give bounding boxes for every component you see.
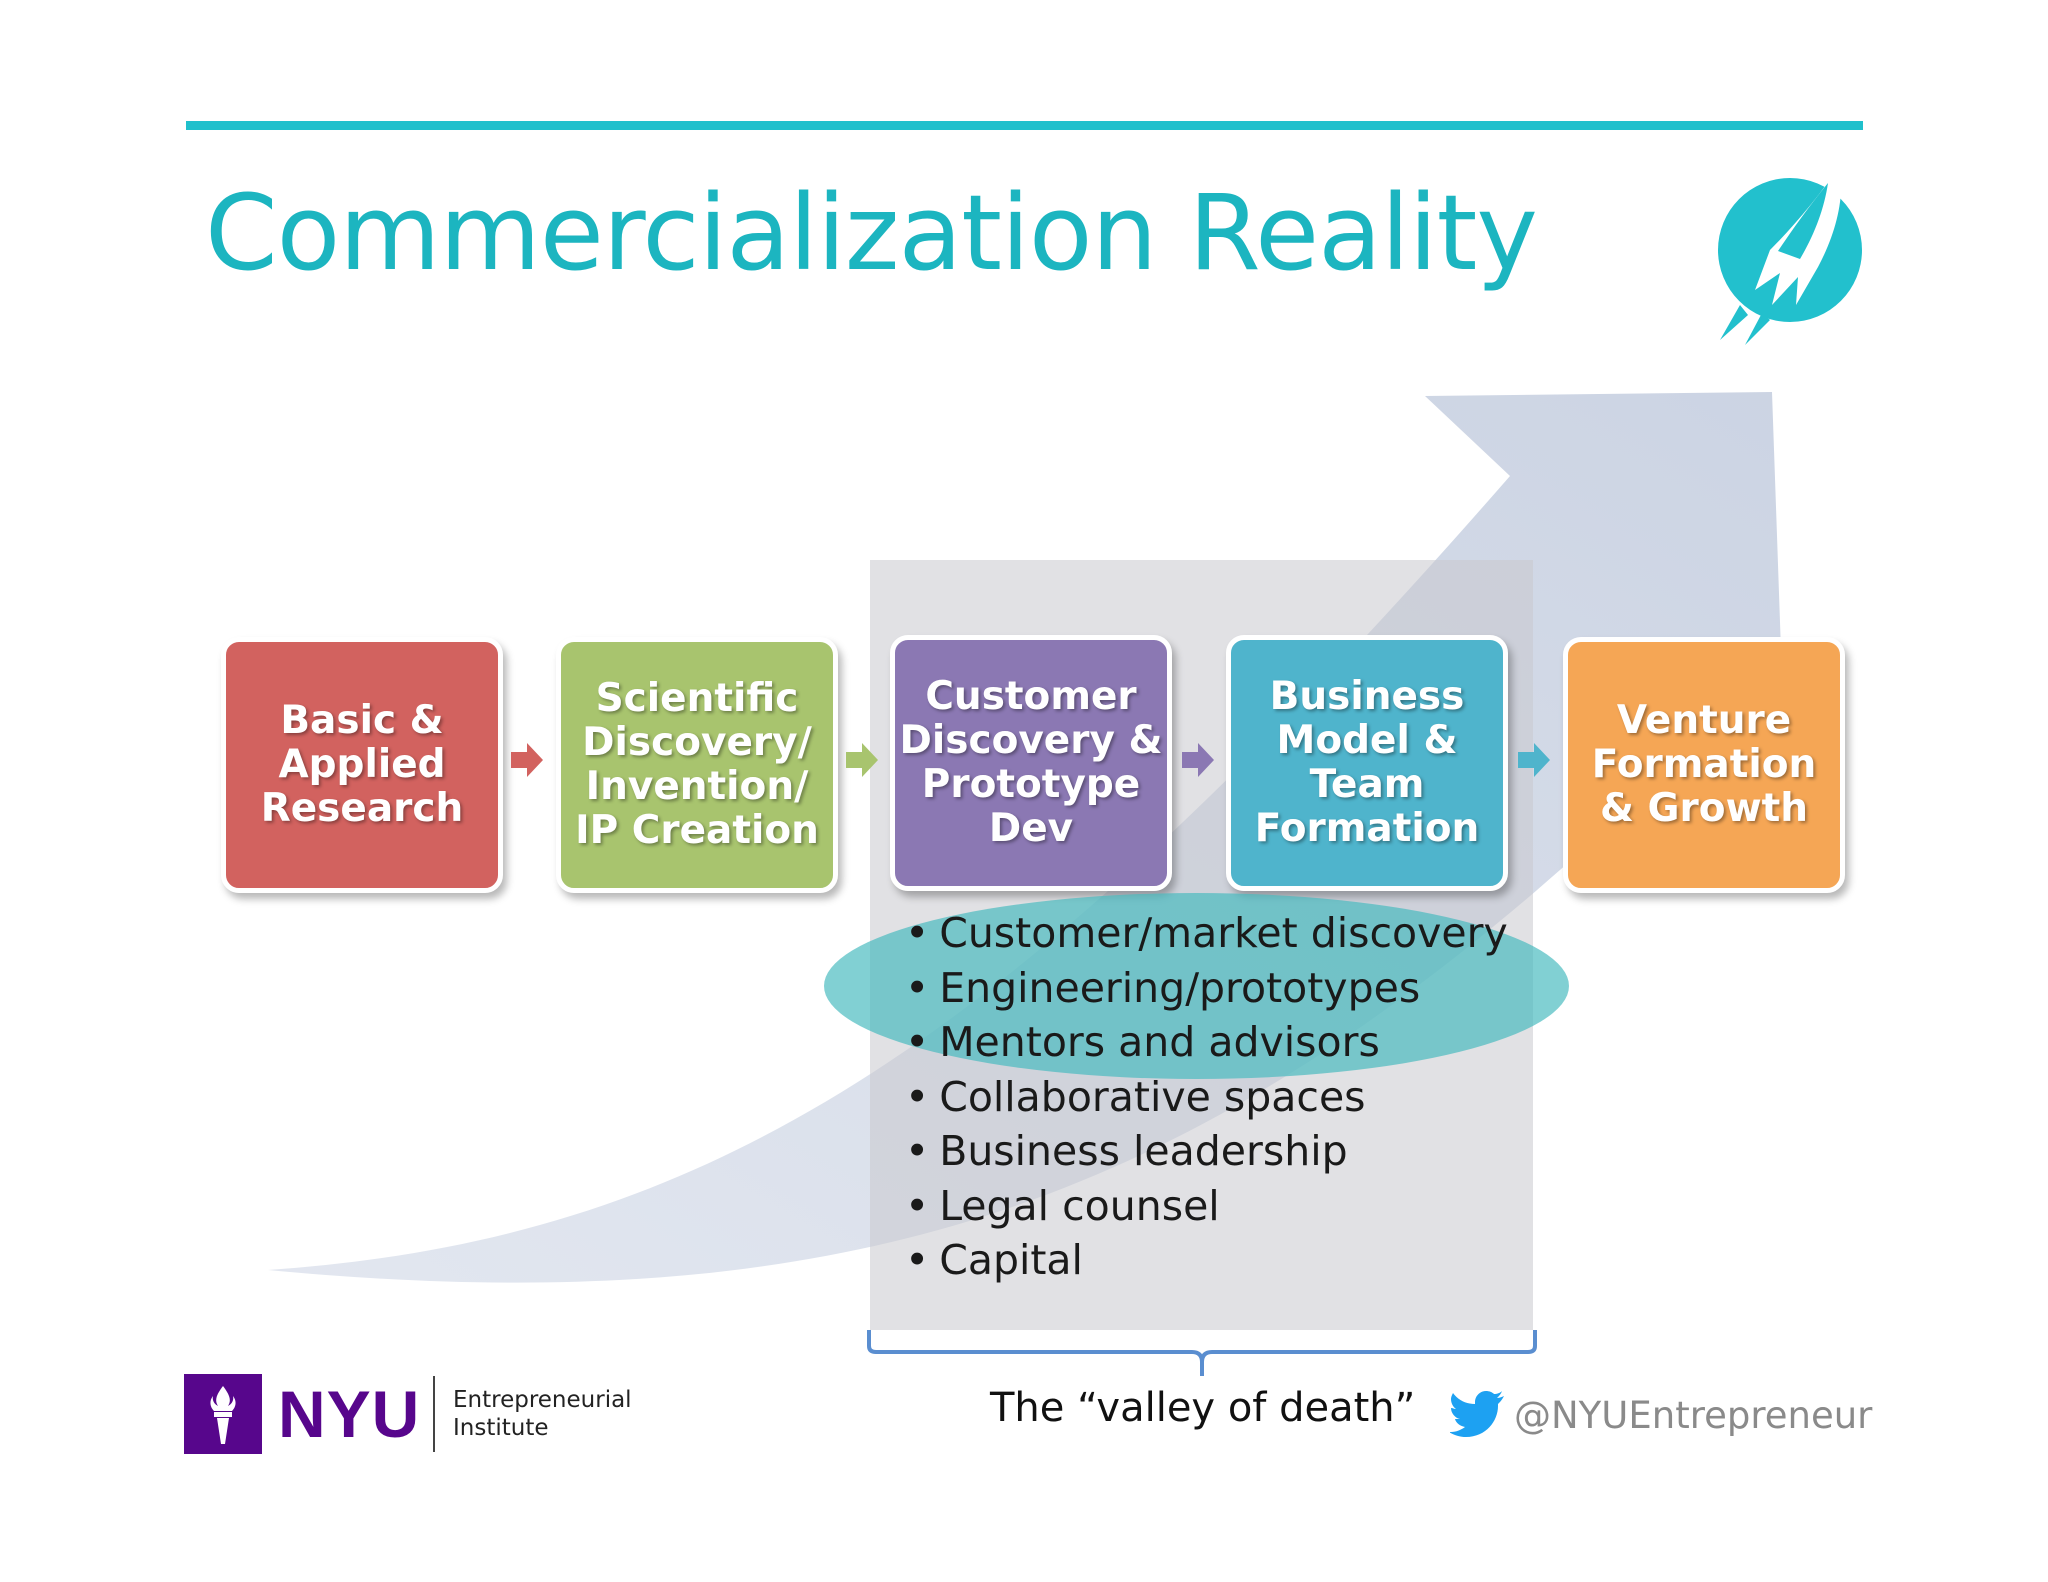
list-item: Business leadership <box>905 1124 1508 1179</box>
top-rule <box>186 121 1863 130</box>
step-label: Customer Discovery & Prototype Dev <box>899 674 1163 851</box>
step-customer-discovery: Customer Discovery & Prototype Dev <box>890 635 1172 891</box>
step-business-model: Business Model & Team Formation <box>1226 635 1508 891</box>
list-item: Capital <box>905 1233 1508 1288</box>
step-venture-formation: Venture Formation & Growth <box>1563 637 1845 893</box>
arrow-right-icon <box>846 743 878 777</box>
list-item: Collaborative spaces <box>905 1070 1508 1125</box>
nyu-torch-logo <box>184 1374 262 1454</box>
step-scientific-discovery: Scientific Discovery/ Invention/ IP Crea… <box>556 637 838 893</box>
rocket-logo-icon <box>1718 165 1862 345</box>
twitter-bird-icon <box>1450 1391 1504 1437</box>
valley-of-death-label: The “valley of death” <box>990 1385 1416 1431</box>
twitter-handle: @NYUEntrepreneur <box>1514 1394 1873 1437</box>
list-item: Engineering/prototypes <box>905 961 1508 1016</box>
list-item: Customer/market discovery <box>905 906 1508 961</box>
valley-bracket <box>867 1330 1537 1376</box>
step-label: Basic & Applied Research <box>260 698 464 831</box>
institute-name: Entrepreneurial Institute <box>453 1387 632 1441</box>
list-item: Legal counsel <box>905 1179 1508 1234</box>
arrow-right-icon <box>511 743 543 777</box>
step-label: Business Model & Team Formation <box>1254 674 1480 851</box>
page-title: Commercialization Reality <box>205 172 1538 294</box>
step-label: Scientific Discovery/ Invention/ IP Crea… <box>575 676 819 853</box>
step-label: Venture Formation & Growth <box>1591 698 1817 831</box>
nyu-wordmark: NYU <box>278 1377 421 1451</box>
arrow-right-icon <box>1518 743 1550 777</box>
logo-divider <box>433 1376 435 1452</box>
list-item: Mentors and advisors <box>905 1015 1508 1070</box>
step-basic-applied-research: Basic & Applied Research <box>221 637 503 893</box>
resource-list: Customer/market discovery Engineering/pr… <box>905 906 1508 1288</box>
torch-icon <box>210 1386 236 1444</box>
arrow-right-icon <box>1182 743 1214 777</box>
